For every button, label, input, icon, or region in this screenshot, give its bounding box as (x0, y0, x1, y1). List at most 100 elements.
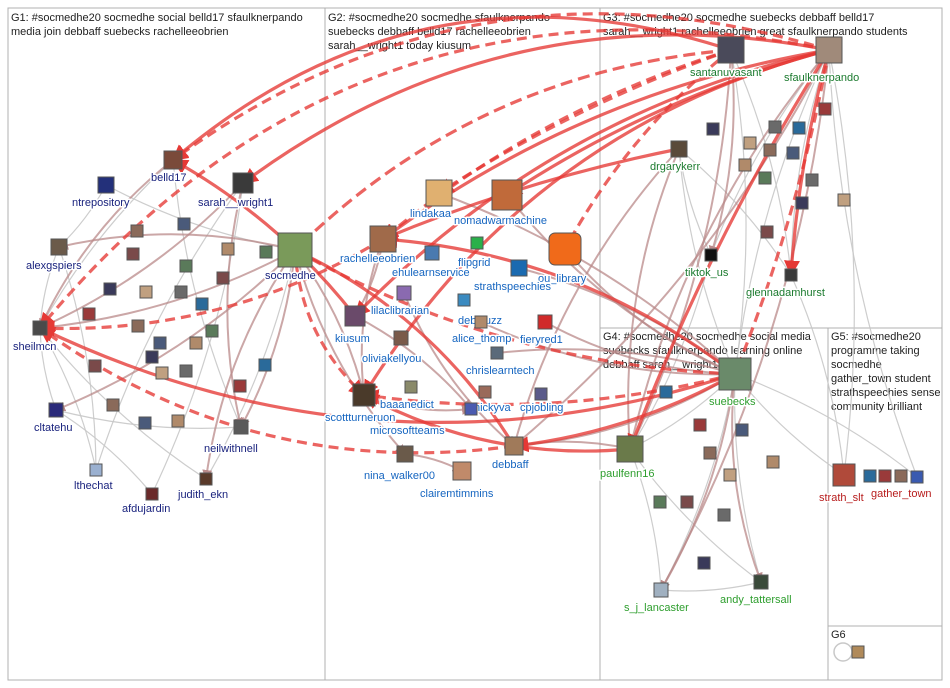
minor-node-avatar[interactable] (894, 469, 908, 483)
edge (732, 49, 831, 376)
minor-node-avatar[interactable] (131, 319, 145, 333)
minor-node-avatar[interactable] (863, 469, 877, 483)
node-ehulearnservice[interactable]: ehulearnservice (391, 245, 471, 281)
minor-node-avatar[interactable] (758, 171, 772, 185)
minor-node-avatar[interactable] (693, 418, 707, 432)
node-ntrepository[interactable]: ntrepository (71, 176, 131, 211)
node-afdujardin[interactable]: afdujardin (121, 487, 172, 517)
node-andy-tattersall[interactable]: andy_tattersall (719, 574, 793, 608)
minor-node-avatar[interactable] (703, 446, 717, 460)
minor-node-avatar[interactable] (659, 385, 673, 399)
minor-node-avatar[interactable] (738, 158, 752, 172)
minor-node-avatar[interactable] (205, 324, 219, 338)
minor-node-avatar[interactable] (177, 217, 191, 231)
minor-node-avatar[interactable] (233, 379, 247, 393)
minor-node-avatar[interactable] (768, 120, 782, 134)
minor-node-avatar[interactable] (786, 146, 800, 160)
minor-node-avatar[interactable] (258, 358, 272, 372)
minor-node-avatar[interactable] (216, 271, 230, 285)
node-lindakaa[interactable]: lindakaa (409, 179, 453, 222)
node-rachelleeobrien[interactable]: rachelleeobrien (339, 225, 417, 267)
node-lthechat[interactable]: lthechat (73, 463, 114, 494)
node-tiktok-us[interactable]: tiktok_us (684, 248, 730, 281)
node-strathspeechies[interactable]: strathspeechies (473, 259, 553, 295)
node-flipgrid[interactable]: flipgrid (457, 236, 492, 271)
node-chrislearntech[interactable]: chrislearntech (465, 346, 536, 379)
minor-node-avatar[interactable] (171, 414, 185, 428)
node-glennadamhurst[interactable]: glennadamhurst (745, 268, 826, 301)
node-cpjobling[interactable]: cpjobling (519, 387, 565, 416)
minor-node-avatar[interactable] (139, 285, 153, 299)
node-sarah-wright1[interactable]: sarah__wright1 (197, 172, 275, 211)
node-strath-slt[interactable]: strath_slt (818, 463, 865, 506)
node-paulfenn16[interactable]: paulfenn16 (599, 435, 656, 482)
node-judith-ekn[interactable]: judith_ekn (176, 472, 230, 503)
minor-node-avatar[interactable] (795, 196, 809, 210)
minor-node-avatar[interactable] (88, 359, 102, 373)
minor-node-avatar[interactable] (653, 495, 667, 509)
minor-node-avatar[interactable] (189, 336, 203, 350)
node-cltatehu[interactable]: cltatehu (33, 402, 74, 436)
node-clairemtimmins[interactable]: clairemtimmins (419, 461, 495, 502)
edge (730, 49, 747, 375)
node-nomadwarmachine[interactable]: nomadwarmachine (453, 179, 548, 229)
minor-node-avatar[interactable] (179, 364, 193, 378)
node-alice-thomp[interactable]: alice_thomp (451, 315, 513, 347)
node-socmedhe[interactable]: socmedhe (264, 232, 317, 284)
node-baaanedict[interactable]: baaanedict (379, 380, 435, 413)
minor-node-avatar[interactable] (82, 307, 96, 321)
node-gather-town[interactable]: gather_town (870, 470, 933, 502)
minor-node-avatar[interactable] (195, 297, 209, 311)
node-suebecks[interactable]: suebecks (708, 357, 757, 410)
node-fieryred1[interactable]: fieryred1 (519, 314, 564, 348)
minor-node-avatar[interactable] (155, 366, 169, 380)
node-drgarykerr[interactable]: drgarykerr (649, 140, 702, 175)
minor-node-avatar[interactable] (706, 122, 720, 136)
g6-self-loop-node[interactable] (833, 642, 865, 662)
minor-node-avatar[interactable] (179, 259, 193, 273)
minor-node-avatar[interactable] (878, 469, 892, 483)
minor-node-avatar[interactable] (145, 350, 159, 364)
node-alexgspiers[interactable]: alexgspiers (25, 238, 84, 274)
minor-node-avatar[interactable] (103, 282, 117, 296)
node-scottturneruon[interactable]: scottturneruon (324, 383, 397, 426)
minor-node-avatar[interactable] (743, 136, 757, 150)
edge (629, 448, 664, 591)
minor-node-avatar[interactable] (763, 143, 777, 157)
node-kiusum[interactable]: kiusum (334, 305, 371, 347)
node-nickyva[interactable]: nickyva (473, 385, 513, 416)
minor-node-avatar[interactable] (837, 193, 851, 207)
node-nina-walker00[interactable]: nina_walker00 (363, 445, 436, 484)
minor-node-avatar[interactable] (174, 285, 188, 299)
node-oliviakellyou[interactable]: oliviakellyou (361, 330, 423, 367)
node-lilaclibrarian[interactable]: lilaclibrarian (370, 285, 431, 319)
minor-node-avatar[interactable] (259, 245, 273, 259)
node-sfaulknerpando[interactable]: sfaulknerpando (783, 36, 861, 86)
node-belld17[interactable]: belld17 (150, 150, 188, 186)
node-neilwithnell[interactable]: neilwithnell (203, 419, 259, 457)
node-label: andy_tattersall (720, 594, 792, 606)
minor-node-avatar[interactable] (221, 242, 235, 256)
node-microsoftteams[interactable]: microsoftteams (369, 402, 478, 439)
minor-node-avatar[interactable] (697, 556, 711, 570)
minor-node-avatar[interactable] (792, 121, 806, 135)
node-sheilmcn[interactable]: sheilmcn (12, 320, 58, 355)
minor-node-avatar[interactable] (680, 495, 694, 509)
minor-node-avatar[interactable] (130, 224, 144, 238)
node-s-j-lancaster[interactable]: s_j_lancaster (623, 582, 691, 616)
node-debibuzz[interactable]: debibuzz (457, 293, 504, 329)
minor-node-avatar[interactable] (818, 102, 832, 116)
minor-node-avatar[interactable] (805, 173, 819, 187)
node-ou-library[interactable]: ou_library (537, 232, 588, 287)
minor-node-avatar[interactable] (126, 247, 140, 261)
minor-node-avatar[interactable] (723, 468, 737, 482)
minor-node-avatar[interactable] (153, 336, 167, 350)
minor-node-avatar[interactable] (138, 416, 152, 430)
node-debbaff[interactable]: debbaff (491, 436, 531, 473)
minor-node-avatar[interactable] (760, 225, 774, 239)
node-santanuvasant[interactable]: santanuvasant (689, 36, 763, 81)
minor-node-avatar[interactable] (106, 398, 120, 412)
minor-node-avatar[interactable] (735, 423, 749, 437)
minor-node-avatar[interactable] (766, 455, 780, 469)
minor-node-avatar[interactable] (717, 508, 731, 522)
